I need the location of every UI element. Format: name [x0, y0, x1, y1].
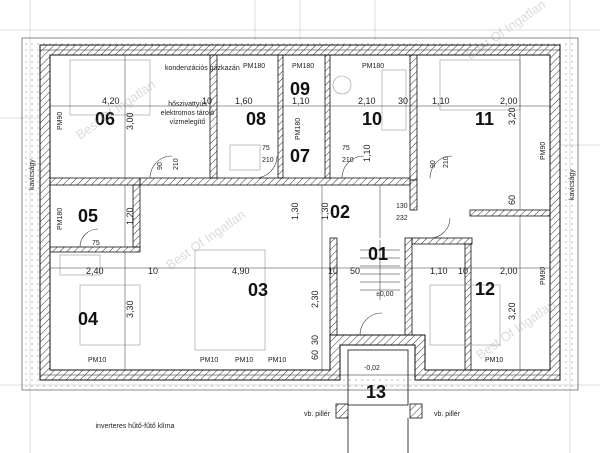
dim-label: 1,10: [292, 96, 310, 106]
window-label: PM180: [292, 63, 314, 70]
dim-label: 2,40: [86, 266, 104, 276]
heatpump-note-text: hőszivattyús elektromos tároló vízmelegí…: [160, 101, 215, 126]
dim-label: 3,20: [507, 302, 517, 320]
room-label-01: 01: [368, 244, 388, 264]
window-label: PM10: [485, 357, 503, 364]
interior-walls: [49, 54, 551, 371]
level-mark: -0,02: [364, 365, 380, 372]
dim-label: 1,30: [320, 202, 330, 220]
furniture: [59, 59, 521, 351]
window-label: PM10: [200, 357, 218, 364]
porch: [335, 349, 423, 453]
window-label: PM10: [88, 357, 106, 364]
stairs: [360, 240, 400, 300]
room-label-10: 10: [362, 109, 382, 129]
dim-label: 60: [507, 195, 517, 205]
dim-label: 1,10: [432, 96, 450, 106]
door-dim: 75: [92, 240, 100, 247]
gravel-label-right: kavicságy: [569, 169, 576, 200]
watermark: Best Of Ingatlan: [73, 77, 158, 143]
dim-label: 3,30: [125, 300, 135, 318]
dim-label: 1,30: [290, 202, 300, 220]
dim-label: 10: [328, 266, 338, 276]
window-label: PM10: [235, 357, 253, 364]
dim-label: 60: [310, 350, 320, 360]
door-swings: [79, 155, 453, 336]
room-label-03: 03: [248, 280, 268, 300]
dim-label: 2,10: [358, 96, 376, 106]
pillar-note-right-text: vb. pillér: [433, 411, 461, 418]
window-label: PM90: [540, 267, 547, 285]
dimension-lines: [50, 55, 550, 370]
dim-label: 10: [202, 96, 212, 106]
dim-label: 4,90: [232, 266, 250, 276]
gravel-label-left: kavicságy: [29, 159, 36, 190]
room-label-04: 04: [78, 309, 98, 329]
room-label-11: 11: [475, 109, 494, 129]
watermark: Best Of Ingatlan: [163, 207, 248, 273]
dim-label: 30: [310, 335, 320, 345]
room-label-08: 08: [246, 109, 266, 129]
dim-label: 30: [398, 96, 408, 106]
dim-label: 10: [148, 266, 158, 276]
window-label: PM180: [362, 63, 384, 70]
ac-note-text: inverteres hűtő-fűtő klíma: [95, 423, 175, 430]
dim-label: 1,60: [235, 96, 253, 106]
boiler-note: kondenzációs gázkazán: [165, 65, 240, 72]
room-label-05: 05: [78, 206, 98, 226]
window-label: PM180: [57, 208, 64, 230]
door-dim: 90: [430, 160, 437, 168]
dim-label: 1,10: [362, 144, 372, 162]
window-label: PM90: [540, 142, 547, 160]
pillar-note-right: vb. pillér: [433, 411, 461, 418]
door-dim: 210: [262, 157, 274, 164]
window-label: PM90: [57, 112, 64, 130]
dim-label: 2,00: [500, 266, 518, 276]
dim-label: 10: [458, 266, 468, 276]
door-dim: 90: [157, 162, 164, 170]
door-dim: 210: [443, 156, 450, 168]
dim-label: 2,30: [310, 290, 320, 308]
heatpump-note: hőszivattyús elektromos tároló vízmelegí…: [160, 101, 215, 126]
window-label: PM10: [268, 357, 286, 364]
ac-note: inverteres hűtő-fűtő klíma: [95, 423, 175, 430]
level-mark: ±0,00: [376, 291, 394, 298]
window-label: PM180: [243, 63, 265, 70]
dim-label: 50: [350, 266, 360, 276]
room-label-12: 12: [475, 279, 495, 299]
pillar-note-left-text: vb. pillér: [303, 411, 331, 418]
dim-label: 4,20: [102, 96, 120, 106]
dim-label: 3,00: [125, 112, 135, 130]
window-label: PM180: [295, 118, 302, 140]
room-label-06: 06: [95, 109, 115, 129]
boiler-note-text: kondenzációs gázkazán: [165, 65, 240, 72]
door-dim: 75: [262, 145, 270, 152]
door-dim: 130: [396, 203, 408, 210]
room-label-02: 02: [330, 202, 350, 222]
room-label-07: 07: [290, 146, 310, 166]
outer-walls: [39, 44, 561, 381]
dim-label: 1,10: [430, 266, 448, 276]
room-label-09: 09: [290, 79, 310, 99]
dim-label: 3,20: [507, 107, 517, 125]
dim-label: 1,20: [125, 207, 135, 225]
pillar-note-left: vb. pillér: [303, 411, 331, 418]
room-label-13: 13: [366, 382, 386, 402]
door-dim: 210: [342, 157, 354, 164]
door-dim: 232: [396, 215, 408, 222]
dim-label: 2,00: [500, 96, 518, 106]
door-dim: 75: [342, 145, 350, 152]
door-dim: 210: [173, 158, 180, 170]
